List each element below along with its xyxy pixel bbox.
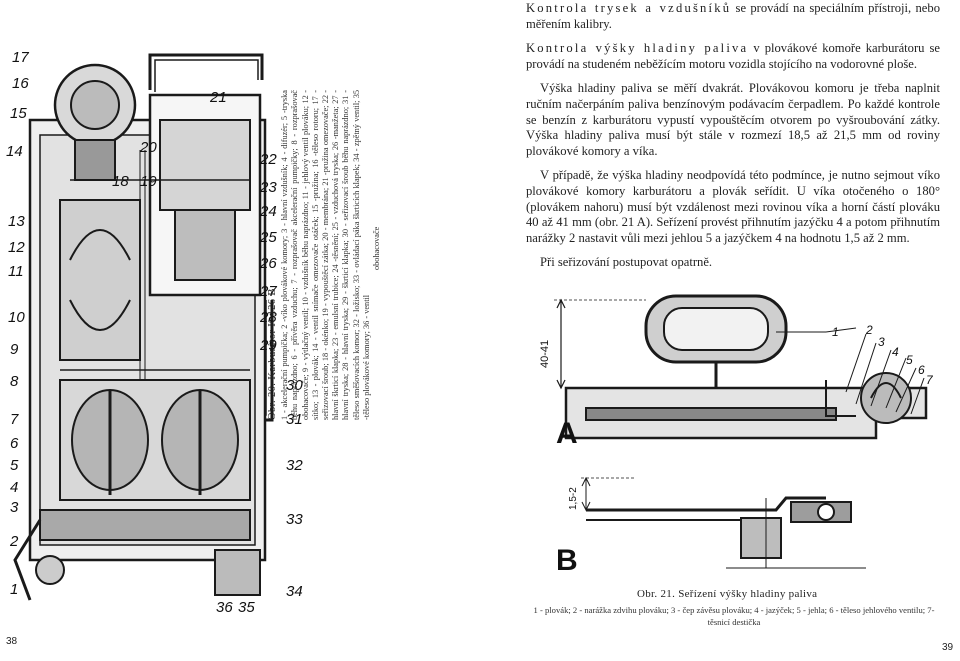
callout-13: 13: [8, 213, 25, 230]
left-page: 1 2 3 4 5 6 7 8 9 10 11 12 13 14 15 16 1…: [6, 49, 408, 647]
paragraph-caution: Při seřizování postupovat opatrně.: [540, 255, 713, 270]
callout-1: 1: [10, 581, 18, 598]
dimension-a: 40-41: [539, 340, 551, 368]
callout-16: 16: [12, 75, 29, 92]
paragraph-measurement: Výška hladiny paliva se měří dvakrát. Pl…: [526, 81, 940, 158]
callout-22: 22: [259, 151, 277, 168]
fig21-callout-4: 4: [892, 345, 899, 359]
figure-21-label-b: B: [556, 544, 578, 577]
callout-35: 35: [238, 599, 255, 616]
callout-26: 26: [259, 255, 277, 272]
callout-10: 10: [8, 309, 25, 326]
paragraph-adjustment: V případě, že výška hladiny neodpovídá t…: [526, 168, 940, 245]
callout-18: 18: [112, 173, 129, 190]
carburetor-cross-section-figure: 1 2 3 4 5 6 7 8 9 10 11 12 13 14 15 16 1…: [6, 49, 303, 616]
paragraph-nozzle-check: Kontrola trysek a vzdušníků se provádí n…: [526, 1, 940, 32]
callout-24: 24: [259, 203, 277, 220]
callout-17: 17: [12, 49, 29, 66]
callout-28: 28: [259, 309, 277, 326]
callout-3: 3: [10, 499, 19, 516]
callout-9: 9: [10, 341, 19, 358]
callout-14: 14: [6, 143, 23, 160]
figure-21-label-a: A: [556, 417, 578, 450]
float-adjustment-figure: A B 40-41 1,5-2 1 2 3 4 5 6 7: [539, 294, 934, 577]
callout-2: 2: [9, 533, 19, 550]
dimension-b: 1,5-2: [568, 487, 579, 510]
paragraph-rest: se provádí na speciálním přístroji, nebo…: [526, 1, 940, 31]
right-page: Kontrola trysek a vzdušníků se provádí n…: [480, 0, 960, 661]
page-number-right: 39: [942, 642, 954, 653]
fig21-callout-6: 6: [918, 363, 925, 377]
callout-7: 7: [10, 411, 19, 428]
callout-32: 32: [286, 457, 303, 474]
callout-19: 19: [140, 173, 157, 190]
callout-5: 5: [10, 457, 19, 474]
callout-21: 21: [209, 89, 227, 106]
callout-27: 27: [259, 283, 277, 300]
paragraph-rest: v plovákové komoře karburátoru se provád…: [526, 41, 940, 71]
callout-31: 31: [286, 411, 303, 428]
callout-29: 29: [259, 337, 277, 354]
body-text: Kontrola trysek a vzdušníků se provádí n…: [526, 1, 940, 280]
figure-21-legend: 1 - plovák; 2 - narážka zdvihu plováku; …: [533, 605, 935, 627]
fig21-callout-3: 3: [878, 335, 885, 349]
callout-34: 34: [286, 583, 303, 600]
figure-20-legend-tail: obohacovače: [372, 226, 382, 270]
callout-12: 12: [8, 239, 25, 256]
paragraph-fuel-level-check: Kontrola výšky hladiny paliva v plovákov…: [526, 41, 940, 72]
callout-4: 4: [10, 479, 18, 496]
callout-20: 20: [139, 139, 157, 156]
callout-11: 11: [8, 263, 24, 280]
paragraph-lead-spaced: Kontrola trysek a vzdušníků: [526, 1, 732, 15]
callout-36: 36: [216, 599, 233, 616]
fig21-callout-1: 1: [832, 325, 839, 339]
callout-15: 15: [10, 105, 27, 122]
figure-20-caption: Obr. 20. Karburátor K 126 B 1 - akcelera…: [267, 90, 408, 420]
callout-25: 25: [259, 229, 277, 246]
callout-23: 23: [259, 179, 277, 196]
paragraph-lead-spaced: Kontrola výšky hladiny paliva: [526, 41, 749, 56]
figure-20-caption-title: Obr. 20. Karburátor K 126 B: [267, 288, 278, 420]
fig21-callout-2: 2: [865, 323, 873, 337]
callout-30: 30: [286, 377, 303, 394]
callout-6: 6: [10, 435, 19, 452]
fig21-callout-5: 5: [906, 353, 913, 367]
figure-21-caption-title: Obr. 21. Seřízení výšky hladiny paliva: [637, 588, 818, 600]
page-number-left: 38: [6, 636, 18, 647]
callout-8: 8: [10, 373, 19, 390]
callout-33: 33: [286, 511, 303, 528]
figure-20-legend: 1 - akcelerační pumpička; 2 -víko plovák…: [280, 90, 371, 420]
fig21-callout-7: 7: [926, 373, 934, 387]
